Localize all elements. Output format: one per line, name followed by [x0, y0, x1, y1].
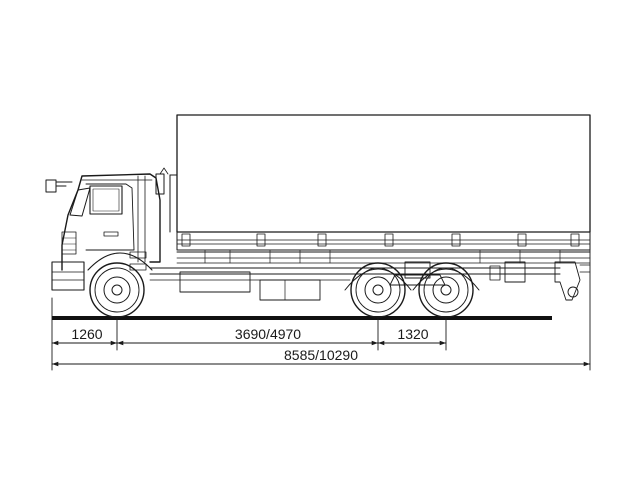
cab	[45, 167, 169, 291]
overall-length-label: 8585/10290	[284, 347, 358, 363]
rear-wheel-rear-axle	[412, 262, 480, 318]
dimension-lines	[51, 340, 591, 367]
cargo-body	[169, 114, 591, 264]
rear-wheel-front-axle	[344, 262, 412, 318]
wheelbase-label: 3690/4970	[235, 326, 301, 342]
front-overhang-label: 1260	[71, 326, 102, 342]
front-wheel	[89, 262, 145, 318]
chassis-frame	[149, 261, 591, 301]
rear-axle-spacing-label: 1320	[397, 326, 428, 342]
